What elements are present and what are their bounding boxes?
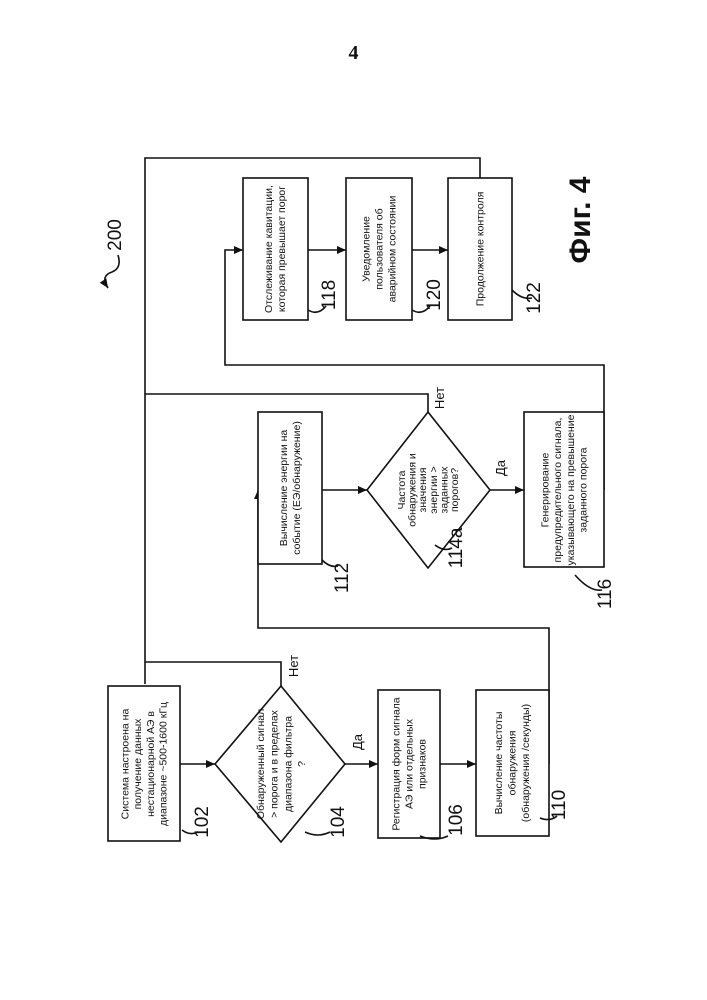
step-116-line: указывающего на превышение — [565, 414, 577, 565]
ref-118: 118 — [319, 280, 340, 310]
step-112-line: Вычисление энергии на — [278, 430, 290, 547]
label-114-yes: Да — [493, 459, 508, 476]
connector-114-no — [145, 394, 428, 412]
connector-104-no — [145, 662, 281, 686]
step-120-line: Уведомление — [361, 216, 373, 282]
step-104-line: диапазона фильтра — [282, 716, 294, 812]
step-102-line: Система настроена на — [120, 709, 132, 820]
step-118-line: которая превышает порог — [276, 186, 288, 312]
step-118-line: Отслеживание кавитации, — [263, 185, 275, 313]
step-110-line: (обнаружения /секунды) — [520, 704, 532, 822]
step-120-line: пользователя об — [374, 208, 386, 289]
step-120-line: аварийном состоянии — [387, 196, 399, 303]
step-112-text: Вычисление энергии насобытие (ЕЭ/обнаруж… — [278, 421, 303, 555]
label-104-yes: Да — [350, 733, 365, 750]
ref-116: 116 — [595, 579, 616, 609]
step-110-line: обнаружения — [507, 731, 519, 796]
step-102-line: нестационарной АЭ в — [145, 711, 157, 817]
label-104-no: Нет — [286, 655, 301, 677]
step-106-line: признаков — [417, 739, 429, 789]
step-114a-line: порогов? — [449, 468, 461, 512]
step-112-box — [258, 412, 322, 564]
step-112-line: событие (ЕЭ/обнаружение) — [291, 421, 303, 555]
step-122-line: Продолжение контроля — [475, 192, 487, 307]
step-104-line: Обнаруженный сигнал — [255, 709, 267, 819]
step-116-line: заданного порога — [577, 447, 589, 532]
ref-104: 104 — [328, 806, 349, 838]
label-114-no: Нет — [432, 387, 447, 409]
ref-112: 112 — [332, 563, 353, 593]
step-102-line: получение данных — [132, 718, 144, 810]
step-102-line: диапазоне ~500-1600 кГц — [157, 702, 169, 826]
step-104-line: ? — [296, 761, 308, 767]
step-118-text: Отслеживание кавитации,которая превышает… — [263, 185, 288, 313]
figure-label: Фиг. 4 — [564, 176, 597, 263]
step-116-line: Генерирование — [540, 453, 552, 528]
ref-110: 110 — [549, 790, 570, 820]
step-104-line: > порога и в пределах — [269, 709, 281, 818]
step-106-line: АЭ или отдельных — [404, 718, 416, 809]
ref-114a: 114а — [446, 527, 467, 568]
step-106-line: Регистрация форм сигнала — [391, 697, 403, 830]
ref-106: 106 — [446, 804, 467, 836]
step-116-line: предупредительного сигнала, — [552, 418, 564, 563]
step-102-text: Система настроена наполучение данныхнест… — [120, 702, 170, 826]
step-110-line: Вычисление частоты — [493, 712, 505, 815]
figure-ref-200: 200 — [105, 219, 126, 251]
figure-ref-leader — [105, 255, 119, 288]
step-122-text: Продолжение контроля — [475, 192, 487, 307]
ref-120: 120 — [424, 279, 445, 311]
